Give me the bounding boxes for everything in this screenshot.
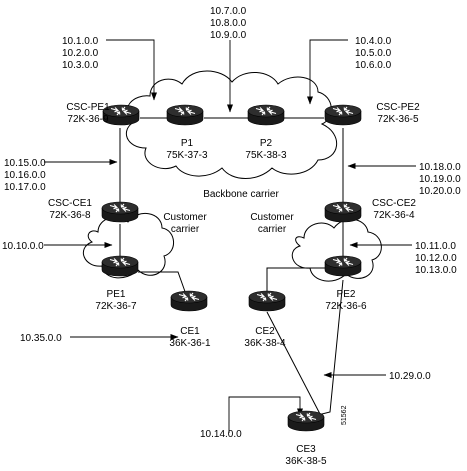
label-csc-pe1: CSC-PE1 72K-36-9 (66, 102, 110, 125)
router-ce3-icon (287, 410, 325, 432)
label-p2: P2 75K-38-3 (245, 138, 287, 161)
router-csc-pe2-icon (324, 104, 362, 126)
svg-text:CSC-PE1: CSC-PE1 (66, 102, 110, 113)
svg-text:10.6.0.0: 10.6.0.0 (355, 60, 392, 71)
arrow-top-right (307, 39, 348, 105)
svg-text:carrier: carrier (258, 224, 287, 235)
networks-top-left: 10.1.0.0 10.2.0.0 10.3.0.0 (62, 36, 99, 71)
svg-text:CSC-CE1: CSC-CE1 (48, 198, 92, 209)
svg-text:P2: P2 (260, 138, 273, 149)
svg-text:72K-36-6: 72K-36-6 (325, 301, 367, 312)
label-csc-pe2: CSC-PE2 72K-36-5 (376, 102, 420, 125)
svg-text:72K-36-4: 72K-36-4 (373, 210, 415, 221)
svg-text:CE3: CE3 (296, 444, 316, 455)
router-p2-icon (247, 104, 285, 126)
svg-text:10.1.0.0: 10.1.0.0 (62, 36, 99, 47)
networks-mid-left: 10.15.0.0 10.16.0.0 10.17.0.0 (4, 158, 46, 193)
svg-text:75K-37-3: 75K-37-3 (166, 150, 208, 161)
svg-text:CE2: CE2 (255, 326, 275, 337)
svg-text:PE2: PE2 (337, 289, 356, 300)
svg-text:10.8.0.0: 10.8.0.0 (210, 18, 247, 29)
svg-text:10.13.0.0: 10.13.0.0 (415, 265, 457, 276)
svg-text:10.18.0.0: 10.18.0.0 (419, 162, 461, 173)
svg-text:Customer: Customer (250, 212, 294, 223)
customer-carrier-label-left: Customer carrier (163, 212, 207, 235)
router-p1-icon (166, 104, 204, 126)
svg-text:CE1: CE1 (180, 326, 200, 337)
network-ce1: 10.35.0.0 (20, 333, 62, 344)
svg-text:10.4.0.0: 10.4.0.0 (355, 36, 392, 47)
svg-text:36K-36-1: 36K-36-1 (169, 338, 211, 349)
link-ce2-ce3 (266, 311, 321, 415)
arrow-top-left (106, 39, 157, 101)
networks-mid-right: 10.18.0.0 10.19.0.0 10.20.0.0 (419, 162, 461, 197)
svg-text:36K-38-4: 36K-38-4 (244, 338, 286, 349)
link-pe2-ce2 (266, 267, 325, 298)
network-ce3: 10.14.0.0 (200, 429, 242, 440)
network-ce2: 10.29.0.0 (389, 371, 431, 382)
svg-text:10.12.0.0: 10.12.0.0 (415, 253, 457, 264)
label-csc-ce1: CSC-CE1 72K-36-8 (48, 198, 92, 221)
label-p1: P1 75K-37-3 (166, 138, 208, 161)
label-csc-ce2: CSC-CE2 72K-36-4 (372, 198, 416, 221)
svg-text:10.17.0.0: 10.17.0.0 (4, 182, 46, 193)
svg-text:10.7.0.0: 10.7.0.0 (210, 6, 247, 17)
router-pe1-icon (101, 255, 139, 277)
svg-text:10.19.0.0: 10.19.0.0 (419, 174, 461, 185)
label-pe1: PE1 72K-36-7 (95, 289, 137, 312)
router-csc-ce2-icon (324, 201, 362, 223)
router-csc-ce1-icon (101, 201, 139, 223)
link-pe1-ce1 (138, 271, 189, 301)
router-ce2-icon (248, 290, 286, 312)
svg-text:10.2.0.0: 10.2.0.0 (62, 48, 99, 59)
svg-text:10.3.0.0: 10.3.0.0 (62, 60, 99, 71)
svg-text:72K-36-5: 72K-36-5 (377, 114, 419, 125)
svg-text:36K-38-5: 36K-38-5 (285, 456, 327, 467)
svg-text:72K-36-9: 72K-36-9 (67, 114, 109, 125)
svg-text:P1: P1 (181, 138, 194, 149)
label-pe2: PE2 72K-36-6 (325, 289, 367, 312)
label-ce2: CE2 36K-38-4 (244, 326, 286, 349)
svg-text:10.5.0.0: 10.5.0.0 (355, 48, 392, 59)
network-customer-left: 10.10.0.0 (2, 241, 44, 252)
svg-text:75K-38-3: 75K-38-3 (245, 150, 287, 161)
svg-text:carrier: carrier (171, 224, 200, 235)
svg-text:72K-36-7: 72K-36-7 (95, 301, 137, 312)
arrow-ce3-net (228, 396, 303, 433)
label-ce1: CE1 36K-36-1 (169, 326, 211, 349)
customer-carrier-label-right: Customer carrier (250, 212, 294, 235)
svg-text:10.16.0.0: 10.16.0.0 (4, 170, 46, 181)
svg-text:CSC-PE2: CSC-PE2 (376, 102, 420, 113)
backbone-carrier-label: Backbone carrier (203, 189, 279, 200)
label-ce3: CE3 36K-38-5 (285, 444, 327, 467)
router-ce1-icon (170, 290, 208, 312)
svg-text:10.11.0.0: 10.11.0.0 (415, 241, 456, 252)
svg-text:PE1: PE1 (107, 289, 126, 300)
svg-text:10.9.0.0: 10.9.0.0 (210, 30, 247, 41)
backbone-carrier-cloud (125, 70, 338, 179)
svg-text:CSC-CE2: CSC-CE2 (372, 198, 416, 209)
networks-customer-right: 10.11.0.0 10.12.0.0 10.13.0.0 (415, 241, 457, 276)
router-pe2-icon (324, 255, 362, 277)
svg-text:72K-36-8: 72K-36-8 (49, 210, 91, 221)
svg-text:Customer: Customer (163, 212, 207, 223)
figure-id: 51562 (341, 405, 348, 425)
networks-top-center: 10.7.0.0 10.8.0.0 10.9.0.0 (210, 6, 247, 41)
networks-top-right: 10.4.0.0 10.5.0.0 10.6.0.0 (355, 36, 392, 71)
svg-text:10.20.0.0: 10.20.0.0 (419, 186, 461, 197)
svg-text:10.15.0.0: 10.15.0.0 (4, 158, 46, 169)
